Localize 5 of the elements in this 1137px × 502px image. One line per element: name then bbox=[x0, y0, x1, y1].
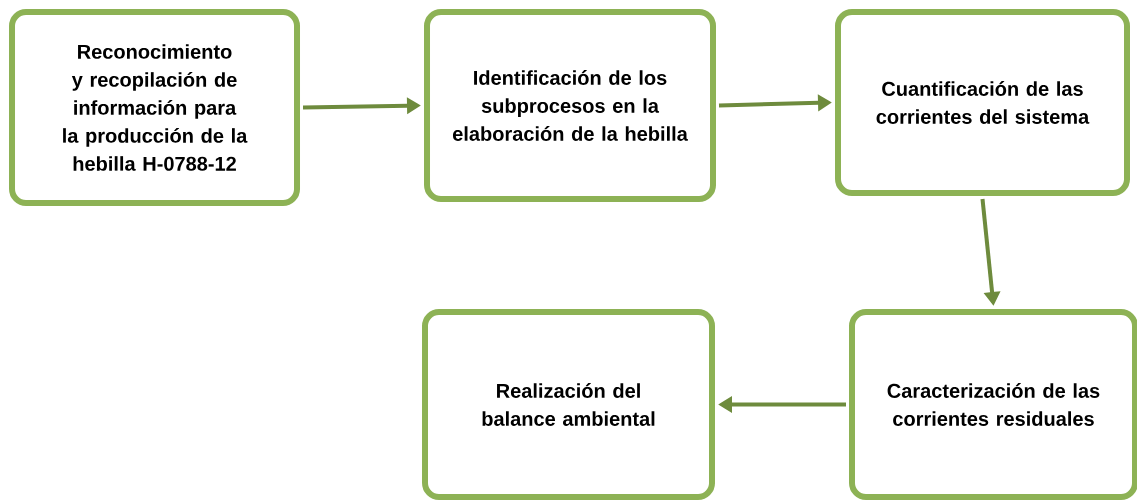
process-box: Reconocimiento y recopilación de información para la producción de la hebilla H-0788-12 bbox=[9, 9, 300, 206]
process-box: Realización del balance ambiental bbox=[422, 309, 715, 500]
process-box: Caracterización de las corrientes residuales bbox=[849, 309, 1137, 500]
process-box: Identificación de los subprocesos en la elaboración de la hebilla bbox=[424, 9, 716, 202]
process-box: Cuantificación de las corrientes del sistema bbox=[835, 9, 1130, 196]
